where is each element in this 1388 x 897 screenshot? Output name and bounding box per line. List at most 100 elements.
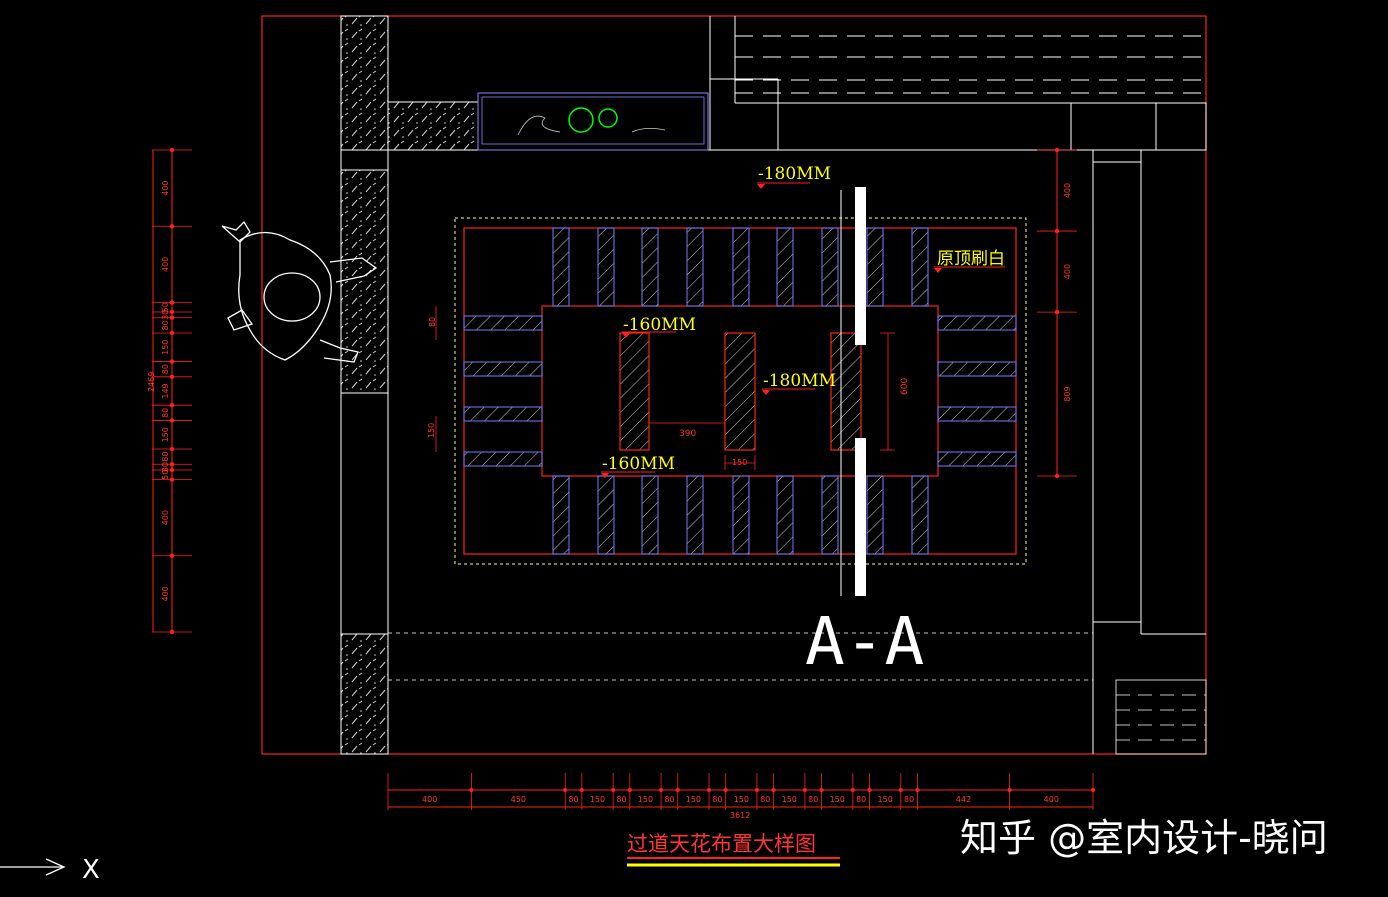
dim-node bbox=[1054, 309, 1060, 315]
joist-top bbox=[597, 227, 615, 307]
dim-node bbox=[563, 788, 568, 792]
joist-bottom bbox=[597, 475, 615, 555]
dim-node bbox=[169, 224, 175, 229]
dim-left-a: 80 bbox=[428, 317, 437, 327]
dim-node bbox=[1007, 788, 1012, 792]
level-center: -180MM bbox=[763, 371, 836, 391]
dim-value: 80 bbox=[664, 795, 674, 804]
dim-value: 80 bbox=[161, 408, 170, 418]
joist-bottom bbox=[641, 475, 659, 555]
dim-node bbox=[579, 788, 584, 792]
axis-label: X bbox=[82, 855, 100, 885]
dim-value: 400 bbox=[161, 257, 170, 272]
dim-value: 150 bbox=[878, 795, 893, 804]
ceiling-joists bbox=[463, 227, 1017, 555]
joist-top bbox=[552, 227, 570, 307]
dim-node bbox=[169, 446, 175, 452]
left-wall bbox=[340, 15, 1093, 755]
joist-top bbox=[821, 227, 839, 307]
person-icon bbox=[221, 220, 378, 363]
joist-top bbox=[732, 227, 750, 307]
top-planter bbox=[477, 92, 709, 151]
joist-right bbox=[937, 361, 1017, 377]
dim-node bbox=[169, 629, 175, 635]
dim-node bbox=[850, 788, 855, 792]
bottom-total: 3612 bbox=[730, 811, 750, 820]
dim-node bbox=[169, 147, 175, 153]
dim-value: 400 bbox=[161, 510, 170, 525]
ceiling-note: 原顶刷白 bbox=[937, 249, 1005, 269]
dim-value: 400 bbox=[161, 586, 170, 601]
dim-node bbox=[1054, 147, 1060, 153]
level-top: -180MM bbox=[758, 164, 831, 184]
joist-left bbox=[463, 406, 543, 422]
dim-value: 80 bbox=[904, 795, 914, 804]
dim-value: 400 bbox=[1063, 264, 1072, 279]
dim-value: 80 bbox=[856, 795, 866, 804]
joist-bottom bbox=[776, 475, 794, 555]
dim-node bbox=[723, 788, 728, 792]
joist-left bbox=[463, 361, 543, 377]
dim-node bbox=[169, 374, 175, 380]
dim-node bbox=[1091, 788, 1095, 792]
joist-top bbox=[776, 227, 794, 307]
dim-node bbox=[169, 402, 175, 408]
dim-node bbox=[915, 788, 920, 792]
dim-value: 30 bbox=[161, 310, 170, 320]
dim-node bbox=[169, 467, 175, 473]
left-total: 2469 bbox=[147, 372, 156, 392]
dim-value: 150 bbox=[590, 795, 605, 804]
dim-value: 80 bbox=[712, 795, 722, 804]
dim-value: 80 bbox=[161, 320, 170, 330]
dim-value: 400 bbox=[422, 795, 437, 804]
center-blocks bbox=[619, 332, 862, 451]
drawing-title: 过道天花布置大样图 bbox=[627, 832, 816, 856]
level-markers bbox=[601, 184, 942, 478]
dim-node bbox=[802, 788, 807, 792]
dim-block-height: 600 bbox=[900, 378, 910, 395]
level-left-upper: -160MM bbox=[623, 315, 696, 335]
axis-arrow-icon bbox=[0, 858, 66, 876]
dim-value: 400 bbox=[1063, 183, 1072, 198]
dim-node bbox=[169, 309, 175, 315]
dim-node bbox=[1054, 228, 1060, 234]
watermark: 知乎 @室内设计-晓问 bbox=[960, 816, 1328, 860]
dim-value: 80 bbox=[808, 795, 818, 804]
dim-value: 150 bbox=[161, 340, 170, 355]
joist-right bbox=[937, 406, 1017, 422]
dim-value: 149 bbox=[161, 383, 170, 398]
top-right-structure bbox=[709, 16, 1207, 754]
dim-gap: 390 bbox=[679, 429, 696, 439]
section-line bbox=[840, 187, 866, 596]
dim-node bbox=[659, 788, 664, 792]
dim-value: 150 bbox=[161, 427, 170, 442]
dim-node bbox=[819, 788, 824, 792]
dim-value: 150 bbox=[782, 795, 797, 804]
dim-value: 150 bbox=[638, 795, 653, 804]
inner-dimensions bbox=[435, 306, 895, 470]
dim-left-b: 150 bbox=[427, 423, 436, 438]
dim-value: 50 bbox=[161, 470, 170, 480]
joist-top bbox=[911, 227, 929, 307]
outer-frame bbox=[261, 15, 1207, 755]
dim-node bbox=[169, 477, 175, 482]
ceiling-outline bbox=[454, 217, 1027, 565]
joist-right bbox=[937, 315, 1017, 331]
dim-node bbox=[169, 359, 175, 364]
corridor-lines bbox=[388, 632, 1207, 755]
dim-value: 80 bbox=[161, 452, 170, 462]
dim-node bbox=[675, 788, 680, 792]
dim-value: 80 bbox=[760, 795, 770, 804]
dim-value: 150 bbox=[686, 795, 701, 804]
joist-bottom bbox=[686, 475, 704, 555]
dim-node bbox=[169, 553, 175, 558]
dim-block-width: 150 bbox=[732, 458, 747, 467]
dim-value: 80 bbox=[568, 795, 578, 804]
dim-node bbox=[707, 788, 712, 792]
joist-bottom bbox=[911, 475, 929, 555]
joist-bottom bbox=[821, 475, 839, 555]
